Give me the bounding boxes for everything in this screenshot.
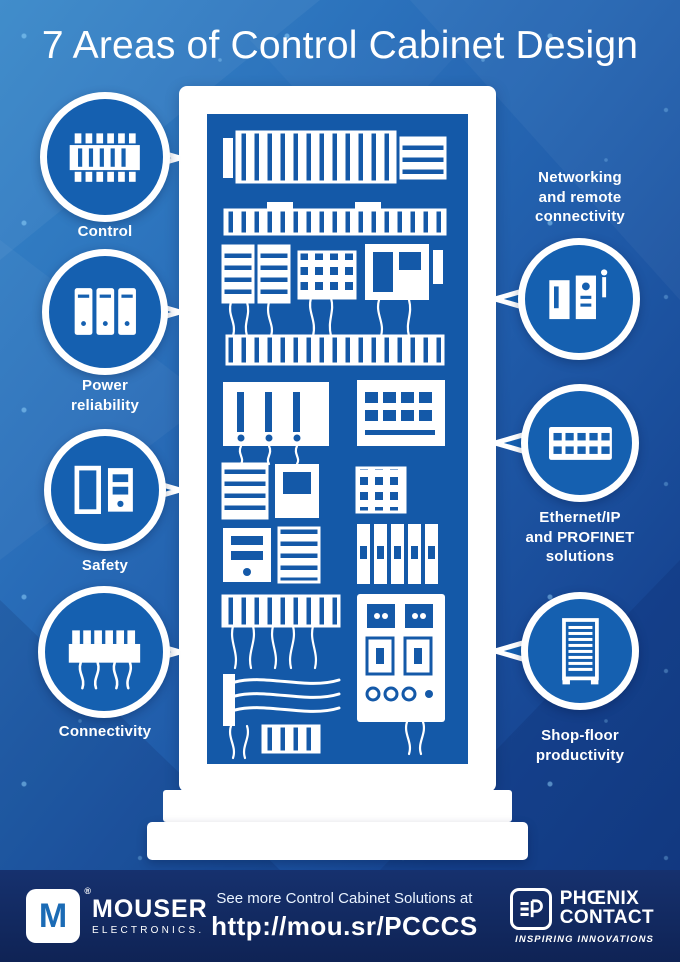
contactors-and-relays-silhouette (221, 244, 443, 338)
connectors-icon (68, 629, 140, 689)
cta-link[interactable]: http://mou.sr/PCCCS (211, 911, 478, 941)
phoenix-p-glyph (520, 898, 543, 917)
callout-circle-networking (518, 238, 640, 360)
gateway-modules-icon (549, 269, 608, 320)
wired-terminal-row-silhouette (221, 594, 341, 670)
callout-circle-safety (44, 429, 166, 551)
shop-floor-label: Shop-floor productivity (535, 727, 625, 764)
callout-circle-power-reliability (42, 249, 168, 375)
power-reliability-label: Power reliability (70, 377, 140, 414)
safety-relays-icon (74, 465, 133, 515)
phoenix-contact-logo: PHŒNIX CONTACT INSPIRING INNOVATIONS (478, 887, 654, 945)
din-rail-modules-silhouette (223, 202, 447, 236)
registered-mark: ® (84, 886, 91, 896)
page-title: 7 Areas of Control Cabinet Design (41, 24, 639, 67)
power-supplies-icon (74, 287, 136, 335)
mouser-subtitle: ELECTRONICS. (92, 924, 205, 936)
callout-circle-connectivity (38, 586, 170, 718)
cta-text: See more Control Cabinet Solutions at (216, 890, 473, 907)
mouser-logo: M ® MOUSER ELECTRONICS. (26, 886, 211, 943)
callout-circle-ethernet (521, 384, 639, 502)
motor-starters-and-switch-silhouette (223, 380, 445, 466)
mouser-logo-letter: M (38, 896, 68, 935)
phoenix-name-line2: CONTACT (559, 906, 654, 928)
power-distribution-panel-silhouette (357, 594, 445, 756)
control-modules-silhouette (221, 462, 407, 520)
cable-bundle-silhouette (223, 674, 341, 760)
callout-circle-shop-floor (521, 592, 639, 710)
connectivity-label: Connectivity (58, 723, 152, 740)
terminal-strip-silhouette (225, 334, 445, 366)
phoenix-name-line1: PHŒNIX (559, 888, 640, 910)
cabinet-components (221, 130, 447, 760)
terminal-block-row-silhouette (223, 130, 447, 184)
control-label: Control (77, 223, 133, 240)
phoenix-contact-logo-icon (509, 887, 552, 930)
ethernet-switch-icon (548, 426, 612, 460)
callout-circle-control (40, 92, 170, 222)
terminal-blocks-icon (69, 133, 141, 183)
mouser-name: MOUSER (92, 894, 208, 923)
networking-label: Networking and remote connectivity (535, 169, 625, 225)
mouser-logo-icon: M ® (26, 886, 91, 943)
phoenix-tagline: INSPIRING INNOVATIONS (515, 933, 654, 945)
safety-label: Safety (81, 557, 129, 574)
cabinet-pedestal-top (163, 790, 512, 822)
relays-and-breakers-silhouette (223, 524, 438, 584)
server-rack-icon (561, 617, 599, 684)
footer-cta: See more Control Cabinet Solutions at ht… (211, 890, 478, 942)
ethernet-label: Ethernet/IP and PROFINET solutions (525, 509, 635, 565)
cabinet-pedestal-base (147, 822, 528, 860)
footer: M ® MOUSER ELECTRONICS. See more Control… (0, 870, 680, 962)
